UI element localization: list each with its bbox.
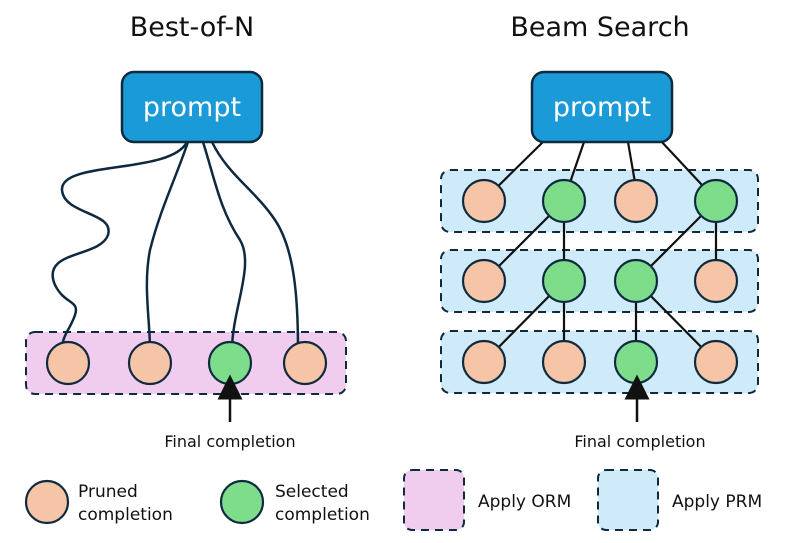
prm-box-1 xyxy=(440,169,759,233)
best-of-n-node-1-pruned xyxy=(45,340,91,386)
left-prompt-label: prompt xyxy=(143,92,241,123)
legend-orm-swatch xyxy=(403,469,465,531)
left-prompt-box xyxy=(120,70,264,144)
beam-node-r2-n2-selected xyxy=(541,258,587,304)
beam-node-r2-n4-pruned xyxy=(693,258,739,304)
sample-path-2 xyxy=(145,141,190,351)
beam-search-nodes xyxy=(461,178,739,385)
legend-pruned-line1: Pruned xyxy=(78,482,138,502)
sample-path-1 xyxy=(51,141,189,351)
beam-node-r3-n3-selected xyxy=(613,339,659,385)
legend-selected-line2: completion xyxy=(275,505,370,525)
beam-node-r3-n4-pruned xyxy=(693,339,739,385)
best-of-n-node-4-pruned xyxy=(282,340,328,386)
beam-node-r1-n3-pruned xyxy=(613,178,659,224)
right-prompt-label: prompt xyxy=(553,92,651,123)
legend-pruned-line2: completion xyxy=(78,505,173,525)
beam-node-r1-n2-selected xyxy=(541,178,587,224)
prm-box-3 xyxy=(440,330,759,394)
beam-node-r3-n2-pruned xyxy=(541,339,587,385)
legend-selected-swatch xyxy=(219,479,265,525)
legend-pruned-swatch xyxy=(24,479,70,525)
legend-prm-swatch xyxy=(597,469,659,531)
beam-node-r3-n1-pruned xyxy=(461,339,507,385)
beam-node-r2-n3-selected xyxy=(613,258,659,304)
best-of-n-title: Best-of-N xyxy=(130,12,255,43)
right-final-label: Final completion xyxy=(574,432,705,451)
legend-orm-label: Apply ORM xyxy=(478,492,571,512)
best-of-n-nodes xyxy=(45,340,328,386)
beam-node-r1-n4-selected xyxy=(693,178,739,224)
best-of-n-node-3-selected xyxy=(207,340,253,386)
left-final-label: Final completion xyxy=(164,432,295,451)
legend-selected-line1: Selected xyxy=(275,482,349,502)
sample-path-3 xyxy=(201,141,247,351)
orm-box xyxy=(25,331,347,395)
beam-search-title: Beam Search xyxy=(510,12,689,43)
right-prompt-box xyxy=(530,70,674,144)
legend-prm-label: Apply PRM xyxy=(672,492,762,512)
beam-node-r1-n1-pruned xyxy=(461,178,507,224)
prm-box-2 xyxy=(440,249,759,313)
beam-node-r2-n1-pruned xyxy=(461,258,507,304)
sample-path-4 xyxy=(210,141,300,351)
best-of-n-node-2-pruned xyxy=(127,340,173,386)
